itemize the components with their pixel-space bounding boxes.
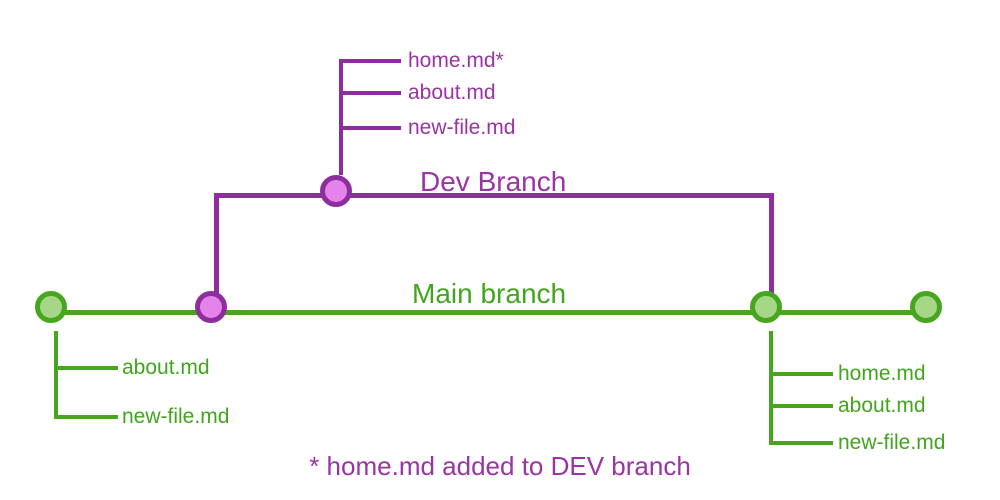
commit-node-branch-point	[195, 291, 227, 323]
dev-file-tick-3	[341, 126, 401, 130]
dev-branch-line-up	[213, 192, 219, 313]
dev-branch-line-down	[768, 192, 774, 313]
commit-node-head	[910, 291, 942, 323]
commit-node-dev	[320, 175, 352, 207]
footnote: * home.md added to DEV branch	[309, 451, 691, 481]
initial-file-list-stem	[54, 331, 58, 419]
initial-file-tick-2	[56, 415, 118, 419]
dev-file-tick-1	[341, 59, 401, 63]
main-branch-line	[56, 309, 931, 315]
commit-node-initial	[35, 291, 67, 323]
dev-file-tick-2	[341, 91, 401, 95]
initial-file-label: about.md	[122, 356, 210, 379]
dev-file-label: new-file.md	[408, 116, 516, 139]
merge-file-label: new-file.md	[838, 431, 946, 454]
dev-branch-line-top	[213, 192, 774, 198]
merge-file-label: home.md	[838, 362, 926, 385]
initial-file-label: new-file.md	[122, 405, 230, 428]
dev-file-label: home.md*	[408, 49, 504, 72]
merge-file-tick-2	[771, 404, 833, 408]
merge-file-list-stem	[769, 331, 773, 445]
dev-file-list-stem	[339, 59, 343, 175]
dev-file-label: about.md	[408, 81, 496, 104]
merge-file-tick-1	[771, 372, 833, 376]
dev-branch-label: Dev Branch	[420, 166, 567, 197]
commit-node-merge	[750, 291, 782, 323]
merge-file-tick-3	[771, 441, 833, 445]
main-branch-label: Main branch	[412, 278, 567, 309]
initial-file-tick-1	[56, 366, 118, 370]
merge-file-label: about.md	[838, 394, 926, 417]
